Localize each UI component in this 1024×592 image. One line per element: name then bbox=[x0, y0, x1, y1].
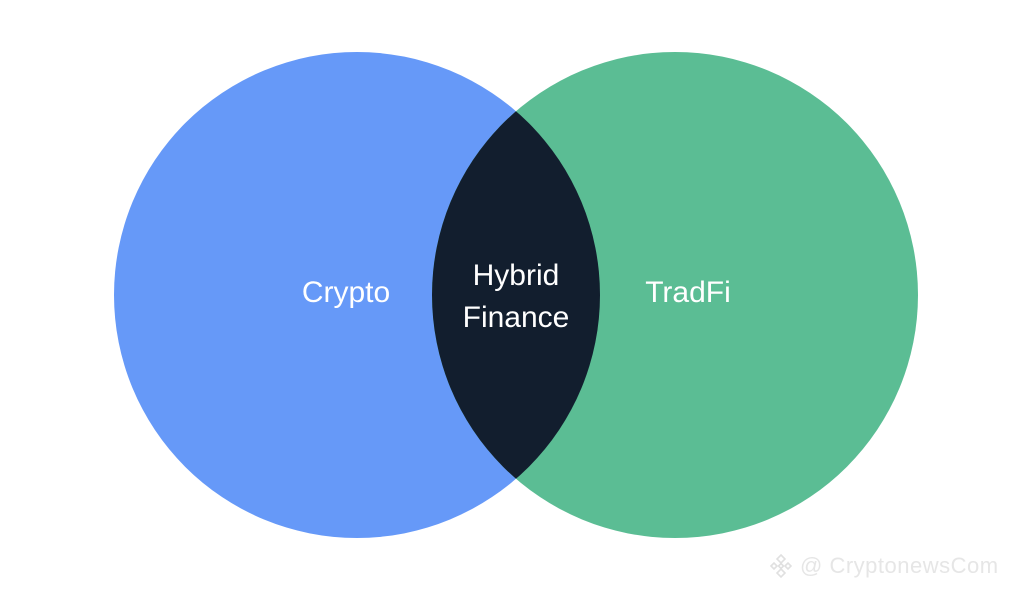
hybrid-label-line1: Hybrid bbox=[472, 259, 560, 292]
hybrid-label-line2: Finance bbox=[462, 301, 570, 334]
watermark: @ CryptonewsCom bbox=[768, 553, 999, 579]
binance-logo-icon bbox=[769, 553, 793, 579]
tradfi-label: TradFi bbox=[645, 276, 731, 309]
hybrid-finance-label: Hybrid Finance bbox=[436, 255, 596, 339]
crypto-label: Crypto bbox=[301, 276, 391, 309]
watermark-text: @ CryptonewsCom bbox=[800, 553, 999, 578]
hybrid-intersection bbox=[432, 52, 600, 538]
